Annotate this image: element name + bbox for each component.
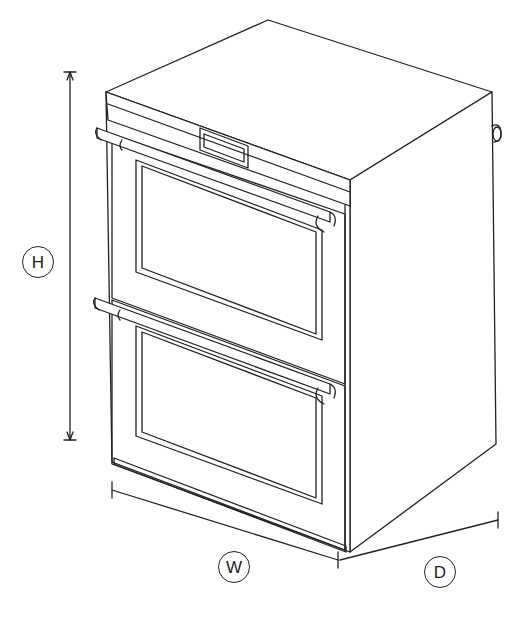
dimension-line [112, 490, 338, 560]
side-knob [492, 125, 501, 142]
dimension-line [340, 520, 498, 560]
display [204, 134, 244, 162]
oven-side [350, 92, 496, 552]
dimension-line [69, 72, 70, 440]
dimension-letter: D [434, 564, 446, 581]
dimension-tick [337, 552, 338, 568]
dimension-arrow [67, 72, 73, 440]
lower-door [112, 300, 345, 550]
dimension-tick [111, 482, 112, 498]
upper-handle [97, 128, 330, 222]
handle-brackets [94, 298, 336, 404]
upper-window [136, 160, 322, 340]
dimension-tick [497, 512, 498, 528]
display [200, 128, 248, 168]
dimension-letter: H [32, 254, 44, 271]
upper-window [142, 166, 316, 334]
handle-brackets [96, 128, 336, 232]
dimension-letter: W [226, 559, 242, 576]
lower-handle [95, 298, 330, 394]
dimension-callout: W [218, 551, 250, 583]
side-knob [493, 127, 501, 141]
dimension-callout: H [22, 246, 54, 278]
base-trim [114, 458, 346, 552]
dimension-callout: D [424, 556, 456, 588]
